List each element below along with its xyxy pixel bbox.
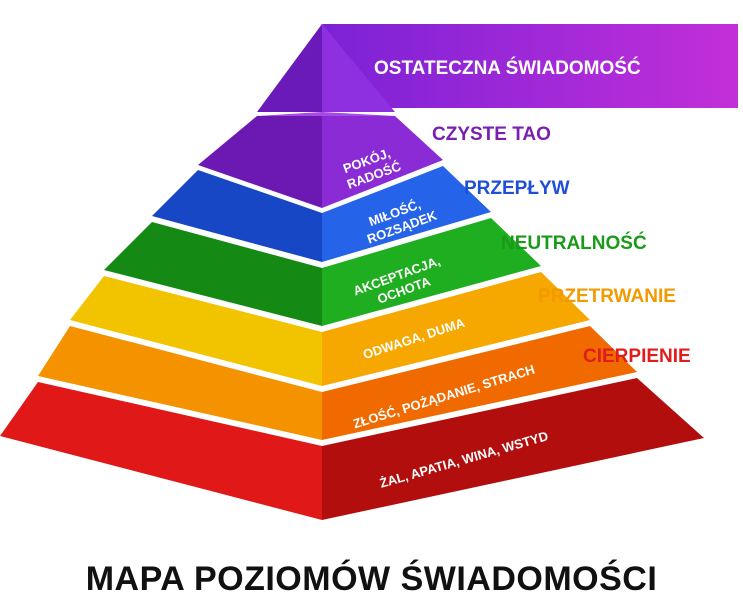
- level-3-front: [322, 218, 541, 326]
- level-5-front: [322, 326, 637, 440]
- level-1-left: [198, 116, 322, 208]
- level-4-front: [322, 272, 590, 386]
- side-label-czyste-tao: CZYSTE TAO: [432, 124, 551, 145]
- banner-shape: [322, 24, 738, 108]
- apex-front-face: [322, 24, 395, 112]
- level-1-front: [322, 116, 443, 208]
- level-4-left: [70, 276, 322, 386]
- level-2-front: [322, 166, 491, 262]
- banner-label: OSTATECZNA ŚWIADOMOŚĆ: [374, 58, 641, 79]
- level-1-top: [257, 112, 395, 116]
- level-5-left: [38, 326, 322, 440]
- level-3-left: [104, 222, 322, 326]
- side-label-cierpienie: CIERPIENIE: [583, 346, 691, 367]
- level-6-left: [0, 382, 322, 520]
- side-label-neutralnosc: NEUTRALNOŚĆ: [501, 233, 647, 254]
- side-label-przeplyw: PRZEPŁYW: [464, 178, 570, 199]
- level-6-front: [322, 378, 704, 520]
- apex-left-face: [257, 24, 322, 112]
- side-label-przetrwanie: PRZETRWANIE: [538, 286, 676, 307]
- level-2-left: [152, 170, 322, 262]
- page-title: MAPA POZIOMÓW ŚWIADOMOŚCI: [85, 560, 658, 598]
